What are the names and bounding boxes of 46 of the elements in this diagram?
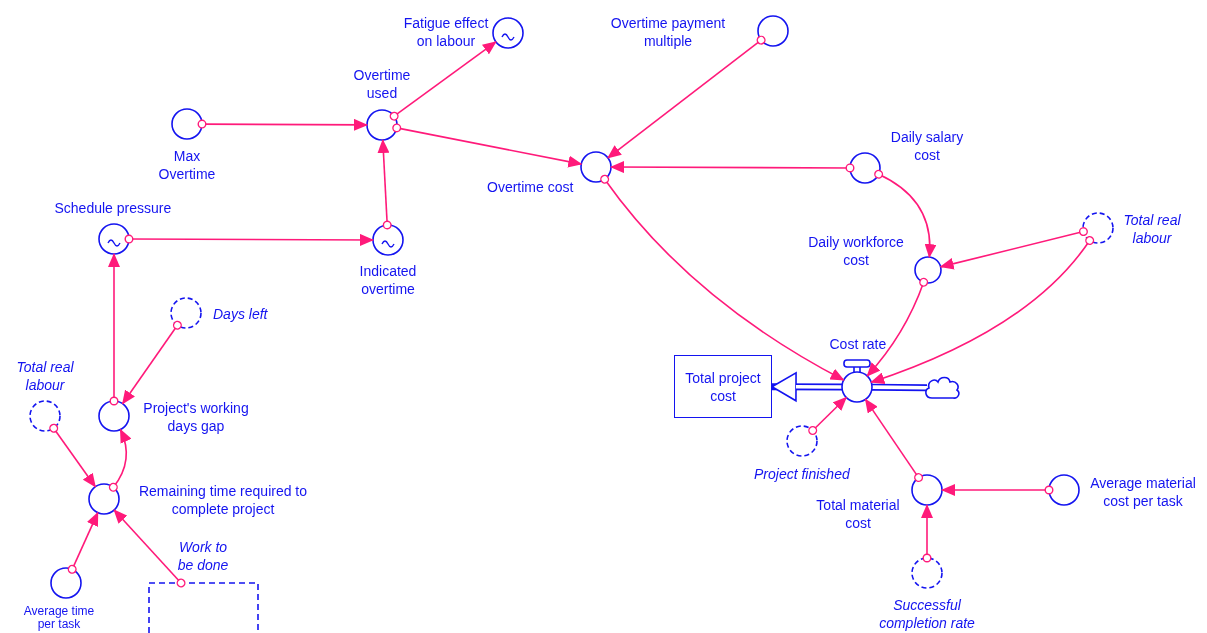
connector-arrow [941,484,1054,496]
connector-arrow [49,423,97,488]
connector-arrow [67,511,99,574]
variable-label: Successful completion rate [878,596,976,632]
variable-label: Cost rate [829,335,887,353]
variable-label: Indicated overtime [358,262,418,298]
variable-label: Schedule pressure [54,199,172,217]
connector-arrow [600,174,845,381]
connector-arrow [610,161,855,174]
connector-arrow [607,35,766,159]
variable-label: Project finished [754,465,850,483]
flow-pipe [771,371,842,402]
variable-label: Daily salary cost [889,128,965,164]
connector-arrow [874,169,936,259]
connector-arrow [377,139,392,230]
connector-arrow [870,236,1095,384]
variable-label: Fatigue effect on labour [402,14,490,50]
flow-pipe [871,383,928,392]
variable-label: Overtime payment multiple [609,14,727,50]
connector-arrow [808,396,848,435]
connector-arrow [939,227,1088,270]
variable-label: Overtime used [352,66,412,102]
connector-arrow [121,320,182,405]
connector-arrow [108,428,132,492]
variable-label: Work to be done [176,538,230,574]
connector-arrow [392,123,583,168]
variable-label: Average time per task [22,605,96,631]
connector-arrow [921,504,933,563]
connector-arrow [389,41,497,121]
variable-label: Daily workforce cost [807,233,905,269]
connector-arrow [108,253,120,406]
variable-label: Remaining time required to complete project [137,482,309,518]
stock-label: Total project cost [684,368,762,405]
variable-label: Overtime cost [487,178,574,196]
connector-arrow [864,398,924,483]
variable-label: Total material cost [815,496,901,532]
variable-label: Max Overtime [157,147,217,183]
variable-label: Days left [213,305,268,323]
connector-arrow [866,277,929,377]
connector-arrow [124,233,374,246]
connector-arrow [113,509,186,588]
variable-label: Total real labour [15,358,75,394]
variable-label: Average material cost per task [1089,474,1197,510]
variable-label: Project's working days gap [142,399,250,435]
variable-label: Total real labour [1122,211,1182,247]
connector-arrow [197,118,368,131]
